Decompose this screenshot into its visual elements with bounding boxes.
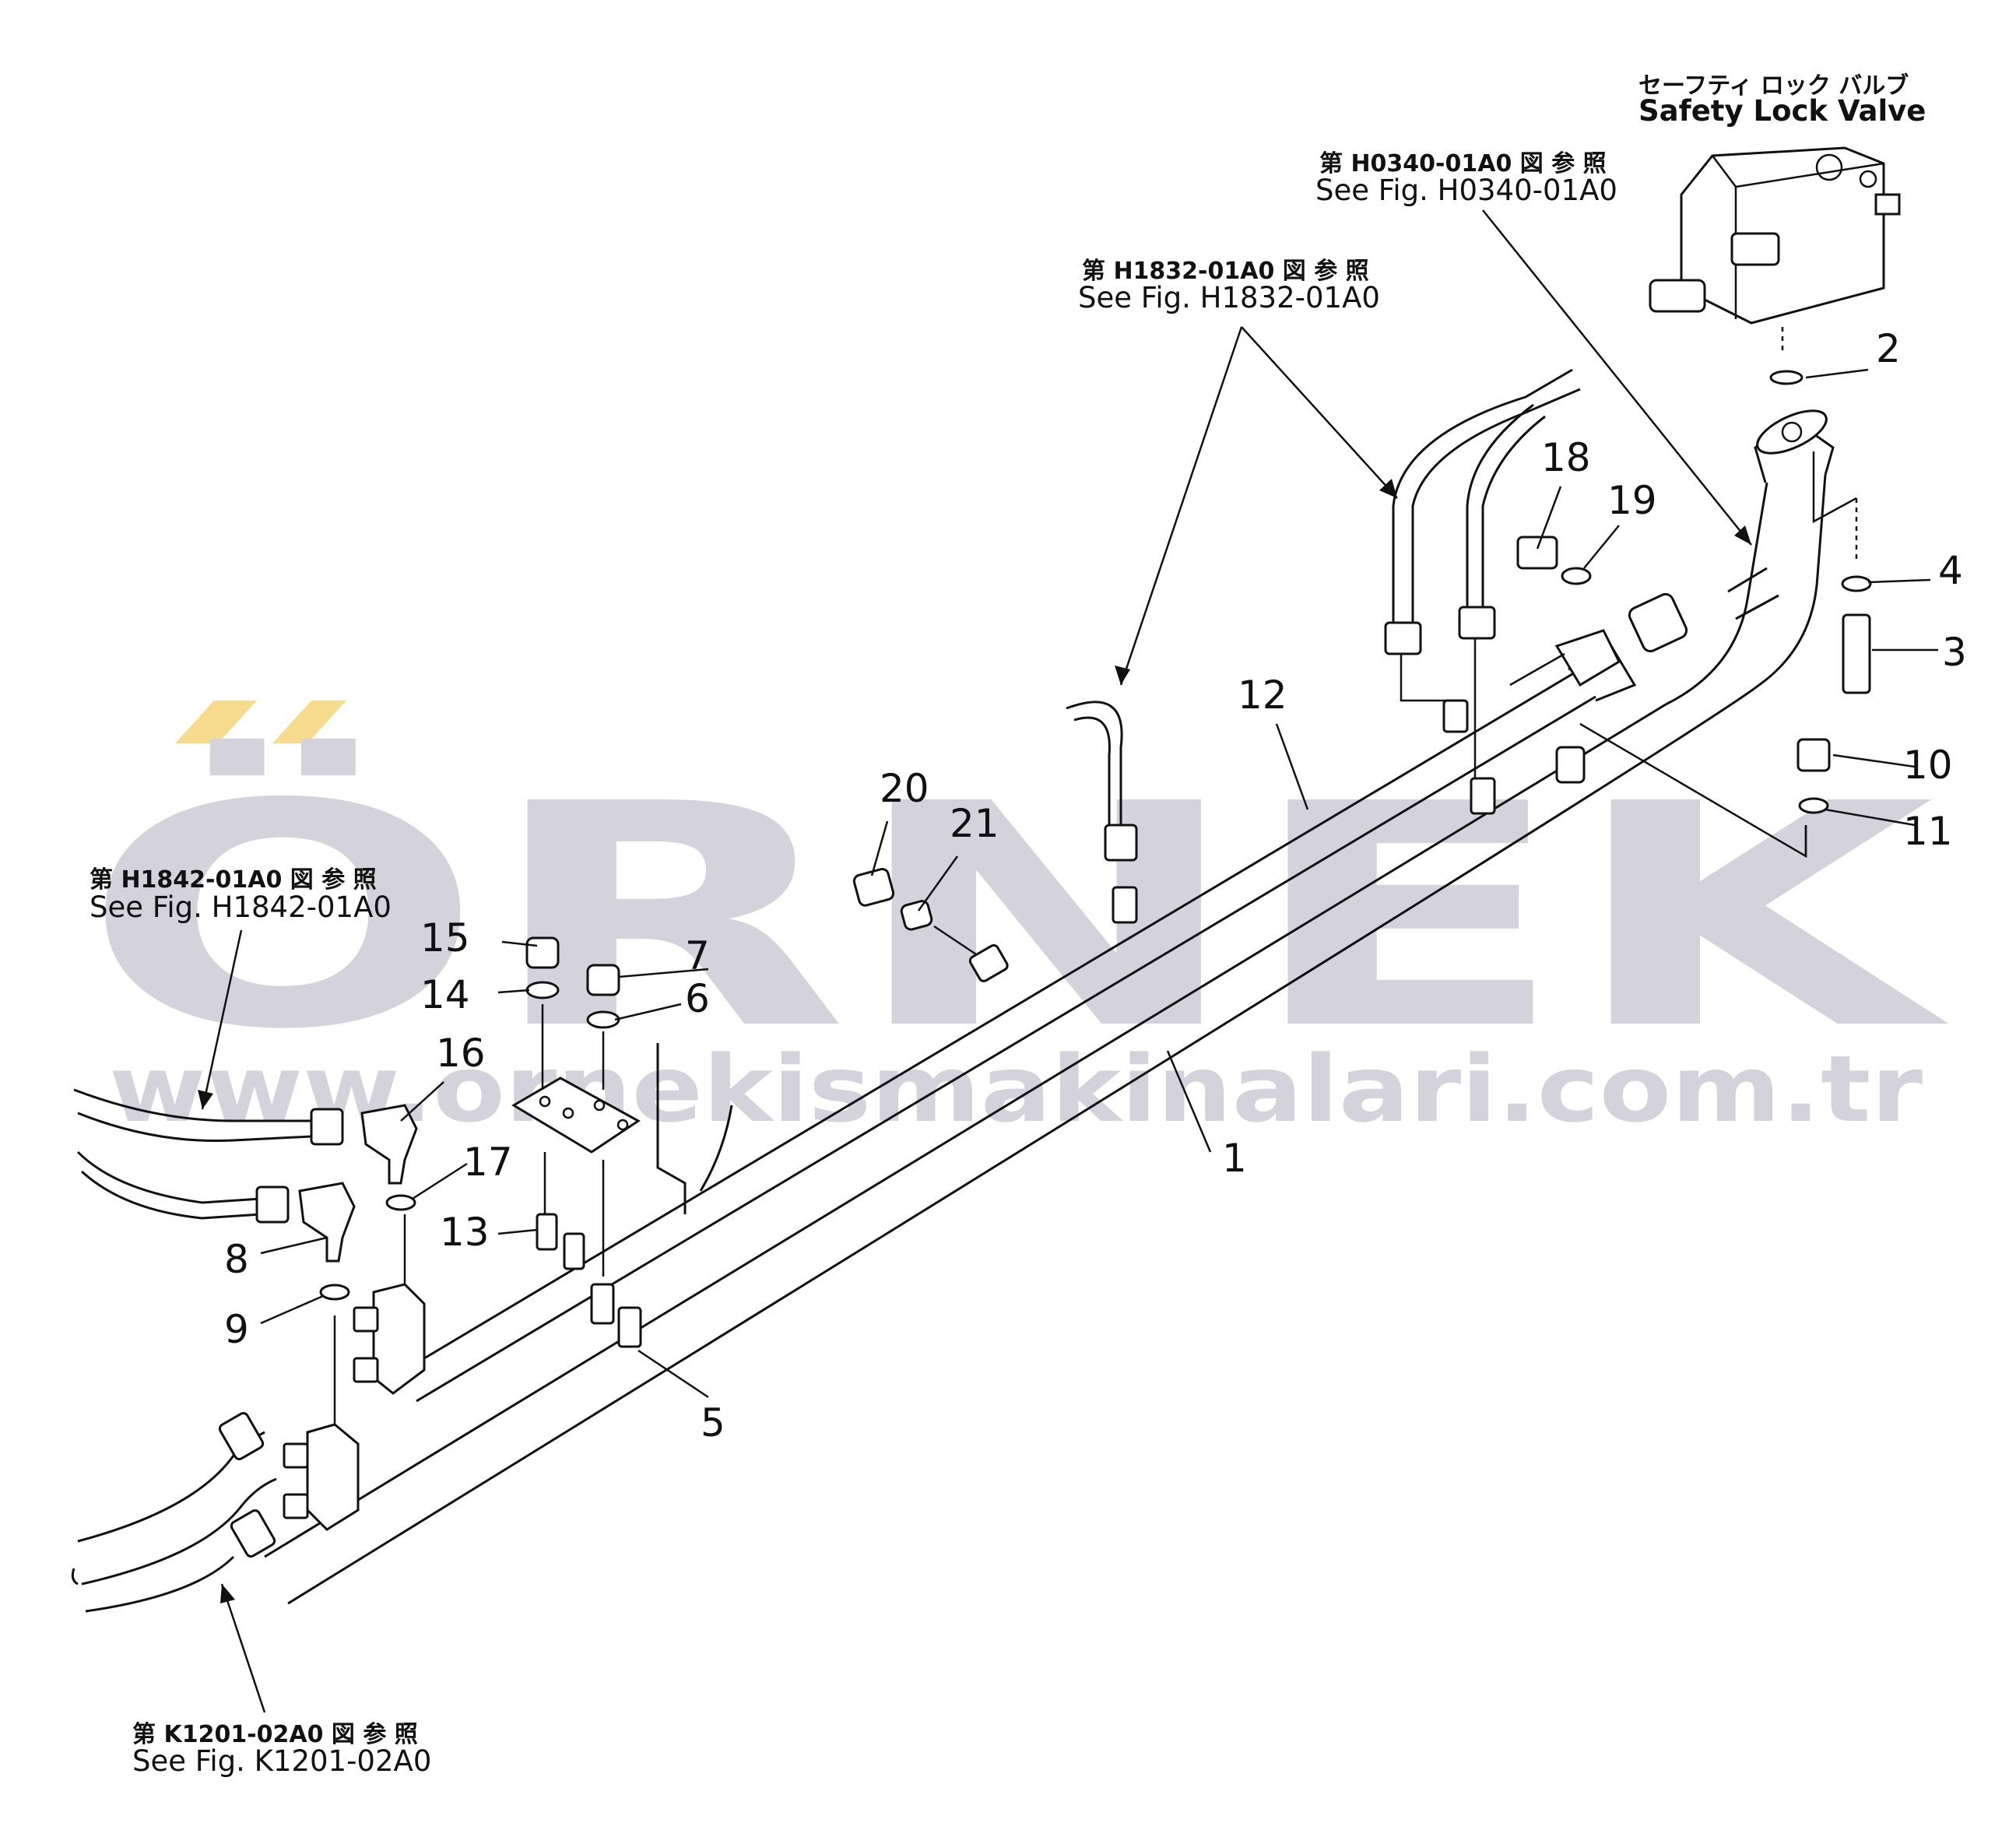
elbow-16 xyxy=(360,1104,418,1185)
bracket xyxy=(511,936,733,1348)
reference-h0340: 第 H0340-01A0 図 参 照 See Fig. H0340-01A0 xyxy=(1315,150,1617,207)
stud-13 xyxy=(536,1213,558,1251)
callout-21: 21 xyxy=(950,801,999,846)
callouts: 1 2 3 4 5 6 7 8 9 10 11 12 13 14 15 16 1… xyxy=(224,326,1967,1445)
ref-k1201-jp: 第 K1201-02A0 図 参 照 xyxy=(132,1721,418,1748)
callout-12: 12 xyxy=(1238,673,1287,718)
washer-6 xyxy=(586,1010,620,1029)
main-pipe-1 xyxy=(264,409,1835,1605)
nut-7 xyxy=(586,964,620,996)
callout-10: 10 xyxy=(1903,743,1953,788)
callout-6: 6 xyxy=(685,976,710,1021)
safety-lock-valve xyxy=(1649,146,1901,385)
callout-14: 14 xyxy=(420,972,470,1017)
elbow-8 xyxy=(298,1182,356,1263)
oring-17 xyxy=(385,1194,416,1211)
ref-safety-lock-valve-jp: セーフティ ロック バルブ xyxy=(1638,72,1909,100)
main-pipe-12 xyxy=(404,567,1779,1403)
callout-20: 20 xyxy=(880,766,929,811)
callout-15: 15 xyxy=(420,915,470,961)
reference-k1201: 第 K1201-02A0 図 参 照 See Fig. K1201-02A0 xyxy=(132,1721,431,1778)
callout-17: 17 xyxy=(463,1140,513,1185)
leader-lines xyxy=(198,209,1938,1713)
ref-h1842-jp: 第 H1842-01A0 図 参 照 xyxy=(90,866,377,894)
callout-2: 2 xyxy=(1876,326,1901,371)
callout-19: 19 xyxy=(1607,478,1657,523)
ref-h1832-en: See Fig. H1832-01A0 xyxy=(1078,281,1380,314)
watermark-accent-right xyxy=(272,701,346,743)
watermark-main: ÖRNEK xyxy=(82,736,1952,1097)
ref-safety-lock-valve-en: Safety Lock Valve xyxy=(1638,94,1926,128)
hoses-h1832 xyxy=(1066,368,1581,924)
ref-h1842-en: See Fig. H1842-01A0 xyxy=(90,890,392,924)
callout-4: 4 xyxy=(1938,548,1963,593)
callout-3: 3 xyxy=(1942,630,1967,675)
washer-14 xyxy=(525,981,560,999)
callout-11: 11 xyxy=(1903,809,1953,854)
fittings-right xyxy=(1509,451,1872,859)
ref-h1832-jp: 第 H1832-01A0 図 参 照 xyxy=(1082,258,1369,285)
watermark-accent-left xyxy=(175,701,257,743)
reference-safety-lock-valve: セーフティ ロック バルブ Safety Lock Valve xyxy=(1638,72,1926,128)
callout-18: 18 xyxy=(1541,435,1591,480)
oring-11 xyxy=(1798,797,1829,814)
upper-left-hoses xyxy=(73,1088,344,1224)
oring-2 xyxy=(1769,370,1804,385)
reference-h1832: 第 H1832-01A0 図 参 照 See Fig. H1832-01A0 xyxy=(1078,258,1380,314)
callout-5: 5 xyxy=(701,1400,725,1445)
reference-h1842: 第 H1842-01A0 図 参 照 See Fig. H1842-01A0 xyxy=(90,866,392,924)
ref-k1201-en: See Fig. K1201-02A0 xyxy=(132,1744,431,1778)
callout-8: 8 xyxy=(224,1237,249,1282)
oring-9 xyxy=(319,1284,350,1301)
fittings-20-21 xyxy=(852,868,1009,982)
callout-9: 9 xyxy=(224,1307,249,1352)
callout-13: 13 xyxy=(440,1210,490,1255)
washer-4 xyxy=(1841,575,1872,592)
ref-h0340-en: See Fig. H0340-01A0 xyxy=(1315,174,1617,207)
callout-16: 16 xyxy=(436,1031,486,1076)
callout-1: 1 xyxy=(1222,1136,1247,1181)
nut-15 xyxy=(525,936,560,969)
junction-blocks xyxy=(218,1104,426,1558)
ref-h0340-jp: 第 H0340-01A0 図 参 照 xyxy=(1319,150,1607,177)
watermark: ÖRNEK www.ornekismakinalari.com.tr xyxy=(82,701,1952,1143)
callout-7: 7 xyxy=(685,933,710,978)
bolt-3 xyxy=(1842,613,1871,694)
